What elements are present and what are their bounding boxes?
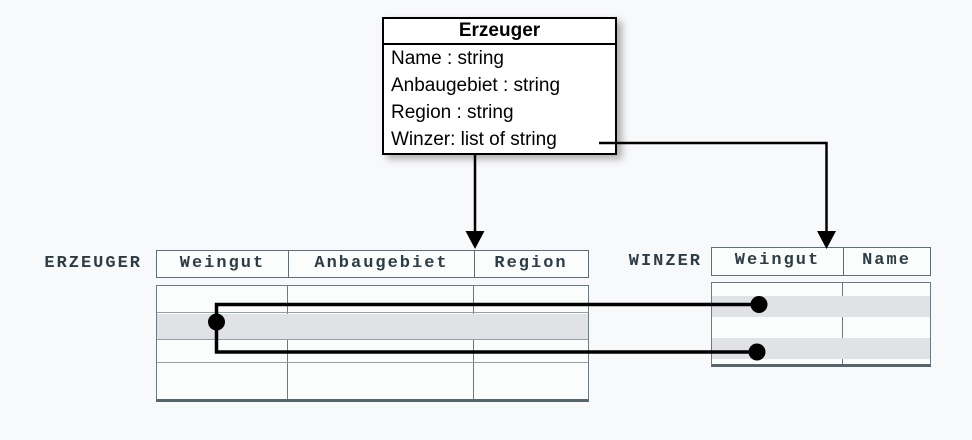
class-attribute-region: Region : string xyxy=(391,102,514,123)
erzeuger-row-line-2 xyxy=(157,339,588,340)
erzeuger-table-label: ERZEUGER xyxy=(44,254,142,273)
arrow-class-to-erzeuger-head-icon xyxy=(465,231,485,249)
winzer-highlighted-row-1 xyxy=(712,295,930,317)
winzer-column-weingut: Weingut xyxy=(734,251,821,270)
class-attribute-name: Name : string xyxy=(391,48,504,69)
class-title: Erzeuger xyxy=(384,19,615,45)
erzeuger-row-line-3 xyxy=(157,362,588,363)
erzeuger-column-weingut: Weingut xyxy=(179,254,266,273)
erzeuger-column-region: Region xyxy=(474,251,587,277)
class-attribute-winzer: Winzer: list of string xyxy=(391,129,557,150)
winzer-table-header: Weingut Name xyxy=(711,247,931,276)
erzeuger-table-header: Weingut Anbaugebiet Region xyxy=(156,250,589,278)
erzeuger-column-anbaugebiet: Anbaugebiet xyxy=(288,251,474,277)
winzer-table-body xyxy=(711,282,931,367)
winzer-column-name: Name xyxy=(843,248,929,275)
erzeuger-highlighted-row xyxy=(157,313,588,339)
winzer-highlighted-row-2 xyxy=(712,337,930,359)
erzeuger-table-body xyxy=(156,285,589,402)
uml-class-box-erzeuger: Erzeuger Name : string Anbaugebiet : str… xyxy=(382,17,617,155)
winzer-column-divider xyxy=(841,283,843,364)
arrow-winzer-attr-to-winzer-line xyxy=(599,141,828,233)
erzeuger-column-divider-2 xyxy=(472,286,474,399)
erzeuger-column-divider-1 xyxy=(286,286,288,399)
class-attribute-anbaugebiet: Anbaugebiet : string xyxy=(391,75,561,96)
winzer-table-label: WINZER xyxy=(628,252,702,271)
